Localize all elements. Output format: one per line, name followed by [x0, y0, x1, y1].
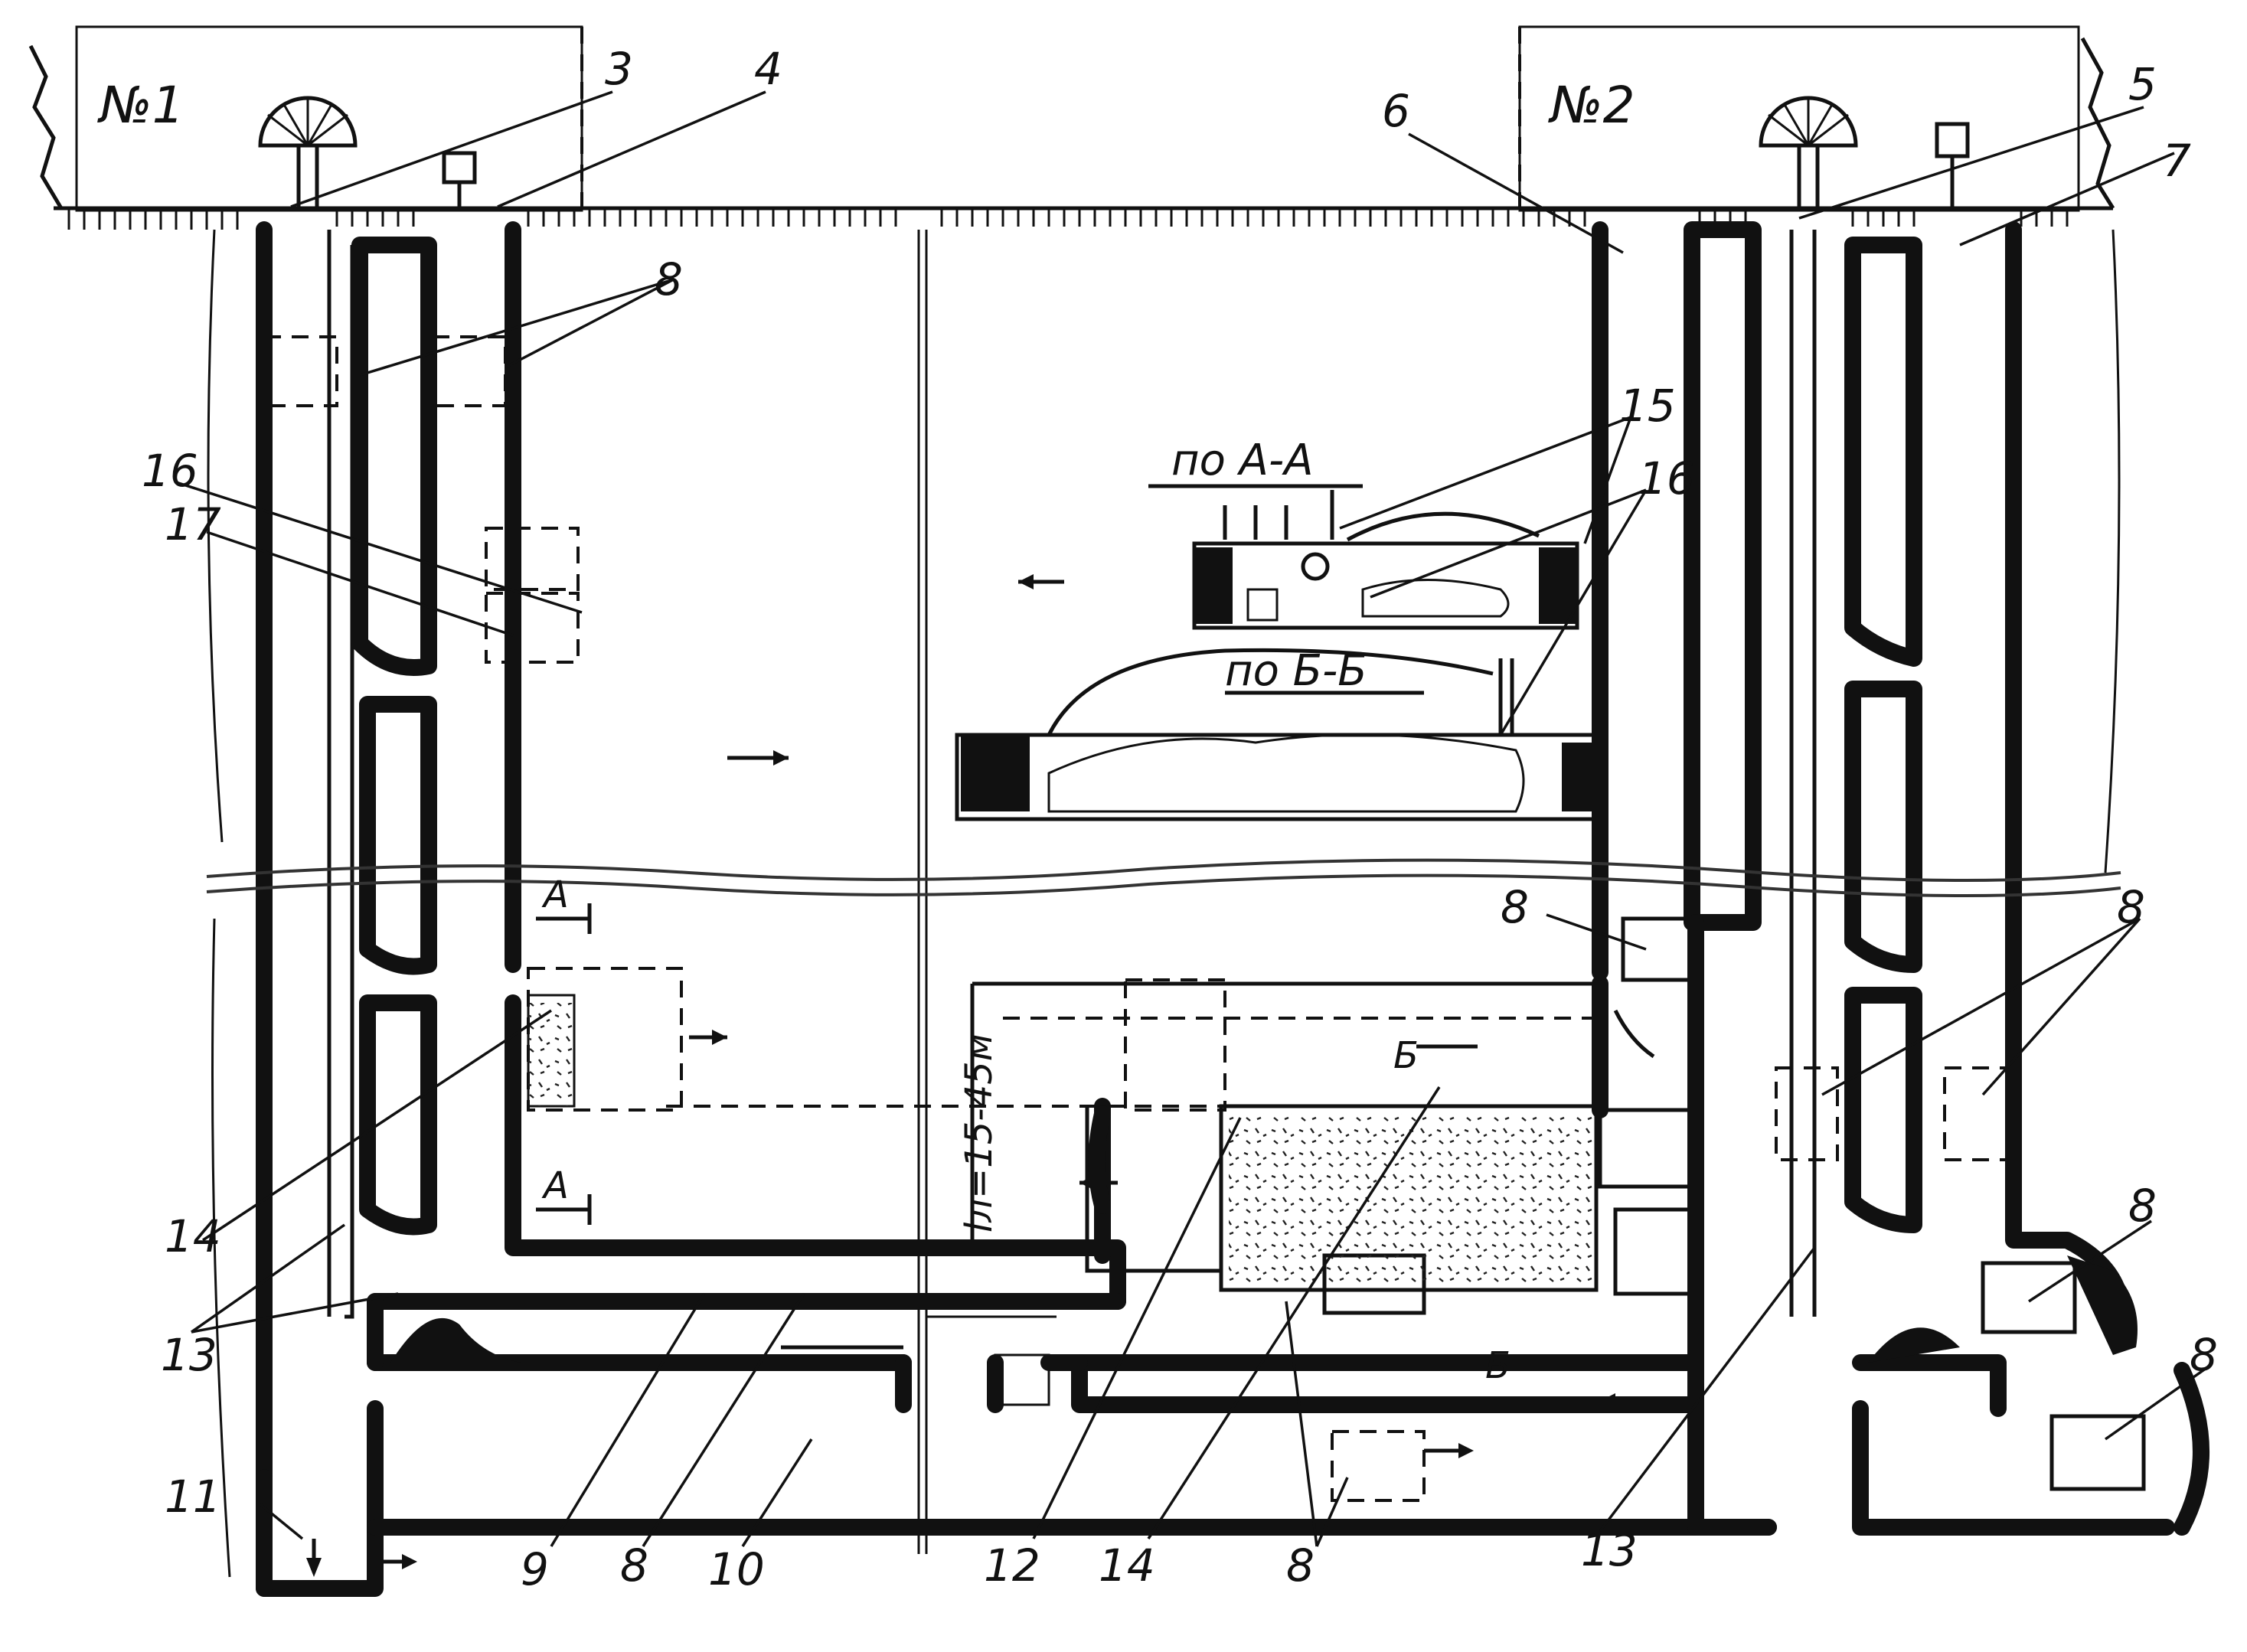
callout-8-r1: 8 [1501, 881, 1529, 933]
callout-13-right: 13 [1581, 1524, 1638, 1576]
ground-hatch-mid-right [940, 208, 1586, 227]
panel-2-label: №2 [1548, 76, 1635, 135]
right-rock-edge [2080, 37, 2115, 210]
callout-13-left: 13 [161, 1329, 217, 1381]
callout-3: 3 [605, 43, 633, 95]
section-a-title: по А-А [1171, 436, 1314, 485]
callout-8-bot2: 8 [1286, 1539, 1315, 1592]
callout-9: 9 [521, 1543, 549, 1595]
hoist-icon [1935, 122, 1970, 208]
callout-11: 11 [165, 1471, 221, 1523]
ground-hatch-mid-left [335, 208, 897, 227]
callout-16-left: 16 [142, 445, 198, 497]
central-panel [666, 230, 1608, 1554]
callout-14-left: 14 [165, 1210, 221, 1262]
surface-outline [28, 25, 2115, 230]
section-a-a [1148, 484, 1579, 630]
section-mark-a-bottom: А [541, 1164, 569, 1207]
callout-8-r2: 8 [2117, 881, 2145, 933]
ground-hatch-left [67, 208, 239, 230]
callout-8-r3: 8 [2128, 1180, 2157, 1232]
callout-8-top: 8 [655, 253, 683, 305]
dimension-label: lл=15-45м [958, 1033, 1001, 1232]
ground-hatch-right [1698, 208, 2069, 227]
panel-1-label: №1 [97, 76, 185, 135]
callout-17: 17 [165, 498, 221, 550]
section-mark-b-bottom: Б [1485, 1344, 1511, 1387]
left-workings [256, 221, 1126, 1597]
callout-8-r4: 8 [2190, 1329, 2218, 1381]
fan-icon [258, 96, 358, 211]
section-b-title: по Б-Б [1225, 646, 1367, 696]
section-mark-a-top: А [541, 873, 569, 916]
callout-10: 10 [708, 1543, 765, 1595]
equipment-boxes [263, 335, 2146, 1502]
left-rock-edge [28, 44, 64, 210]
leader-lines [175, 90, 2210, 1547]
callout-16-right: 16 [1638, 452, 1695, 504]
callout-15: 15 [1619, 380, 1676, 432]
right-workings [1592, 221, 2209, 1536]
text-labels: №1 №2 по А-А по Б-Б А А Б Б lл=15-45м 3 … [97, 43, 2218, 1595]
hoist-icon [442, 151, 477, 208]
callout-7: 7 [2163, 135, 2191, 187]
section-b-b [955, 648, 1602, 821]
section-mark-b-top: Б [1393, 1034, 1419, 1077]
callout-5: 5 [2128, 58, 2157, 110]
airflow-arrows [306, 574, 1655, 1577]
break-lines [206, 229, 2121, 1578]
callout-12: 12 [984, 1539, 1040, 1592]
callout-14-bottom: 14 [1099, 1539, 1155, 1592]
fan-icon [1759, 96, 1858, 211]
section-markers [536, 903, 1478, 1370]
callout-8-bot1: 8 [620, 1539, 648, 1592]
goaf-area [528, 1003, 1592, 1286]
callout-6: 6 [1382, 85, 1410, 137]
callout-4: 4 [754, 43, 782, 95]
